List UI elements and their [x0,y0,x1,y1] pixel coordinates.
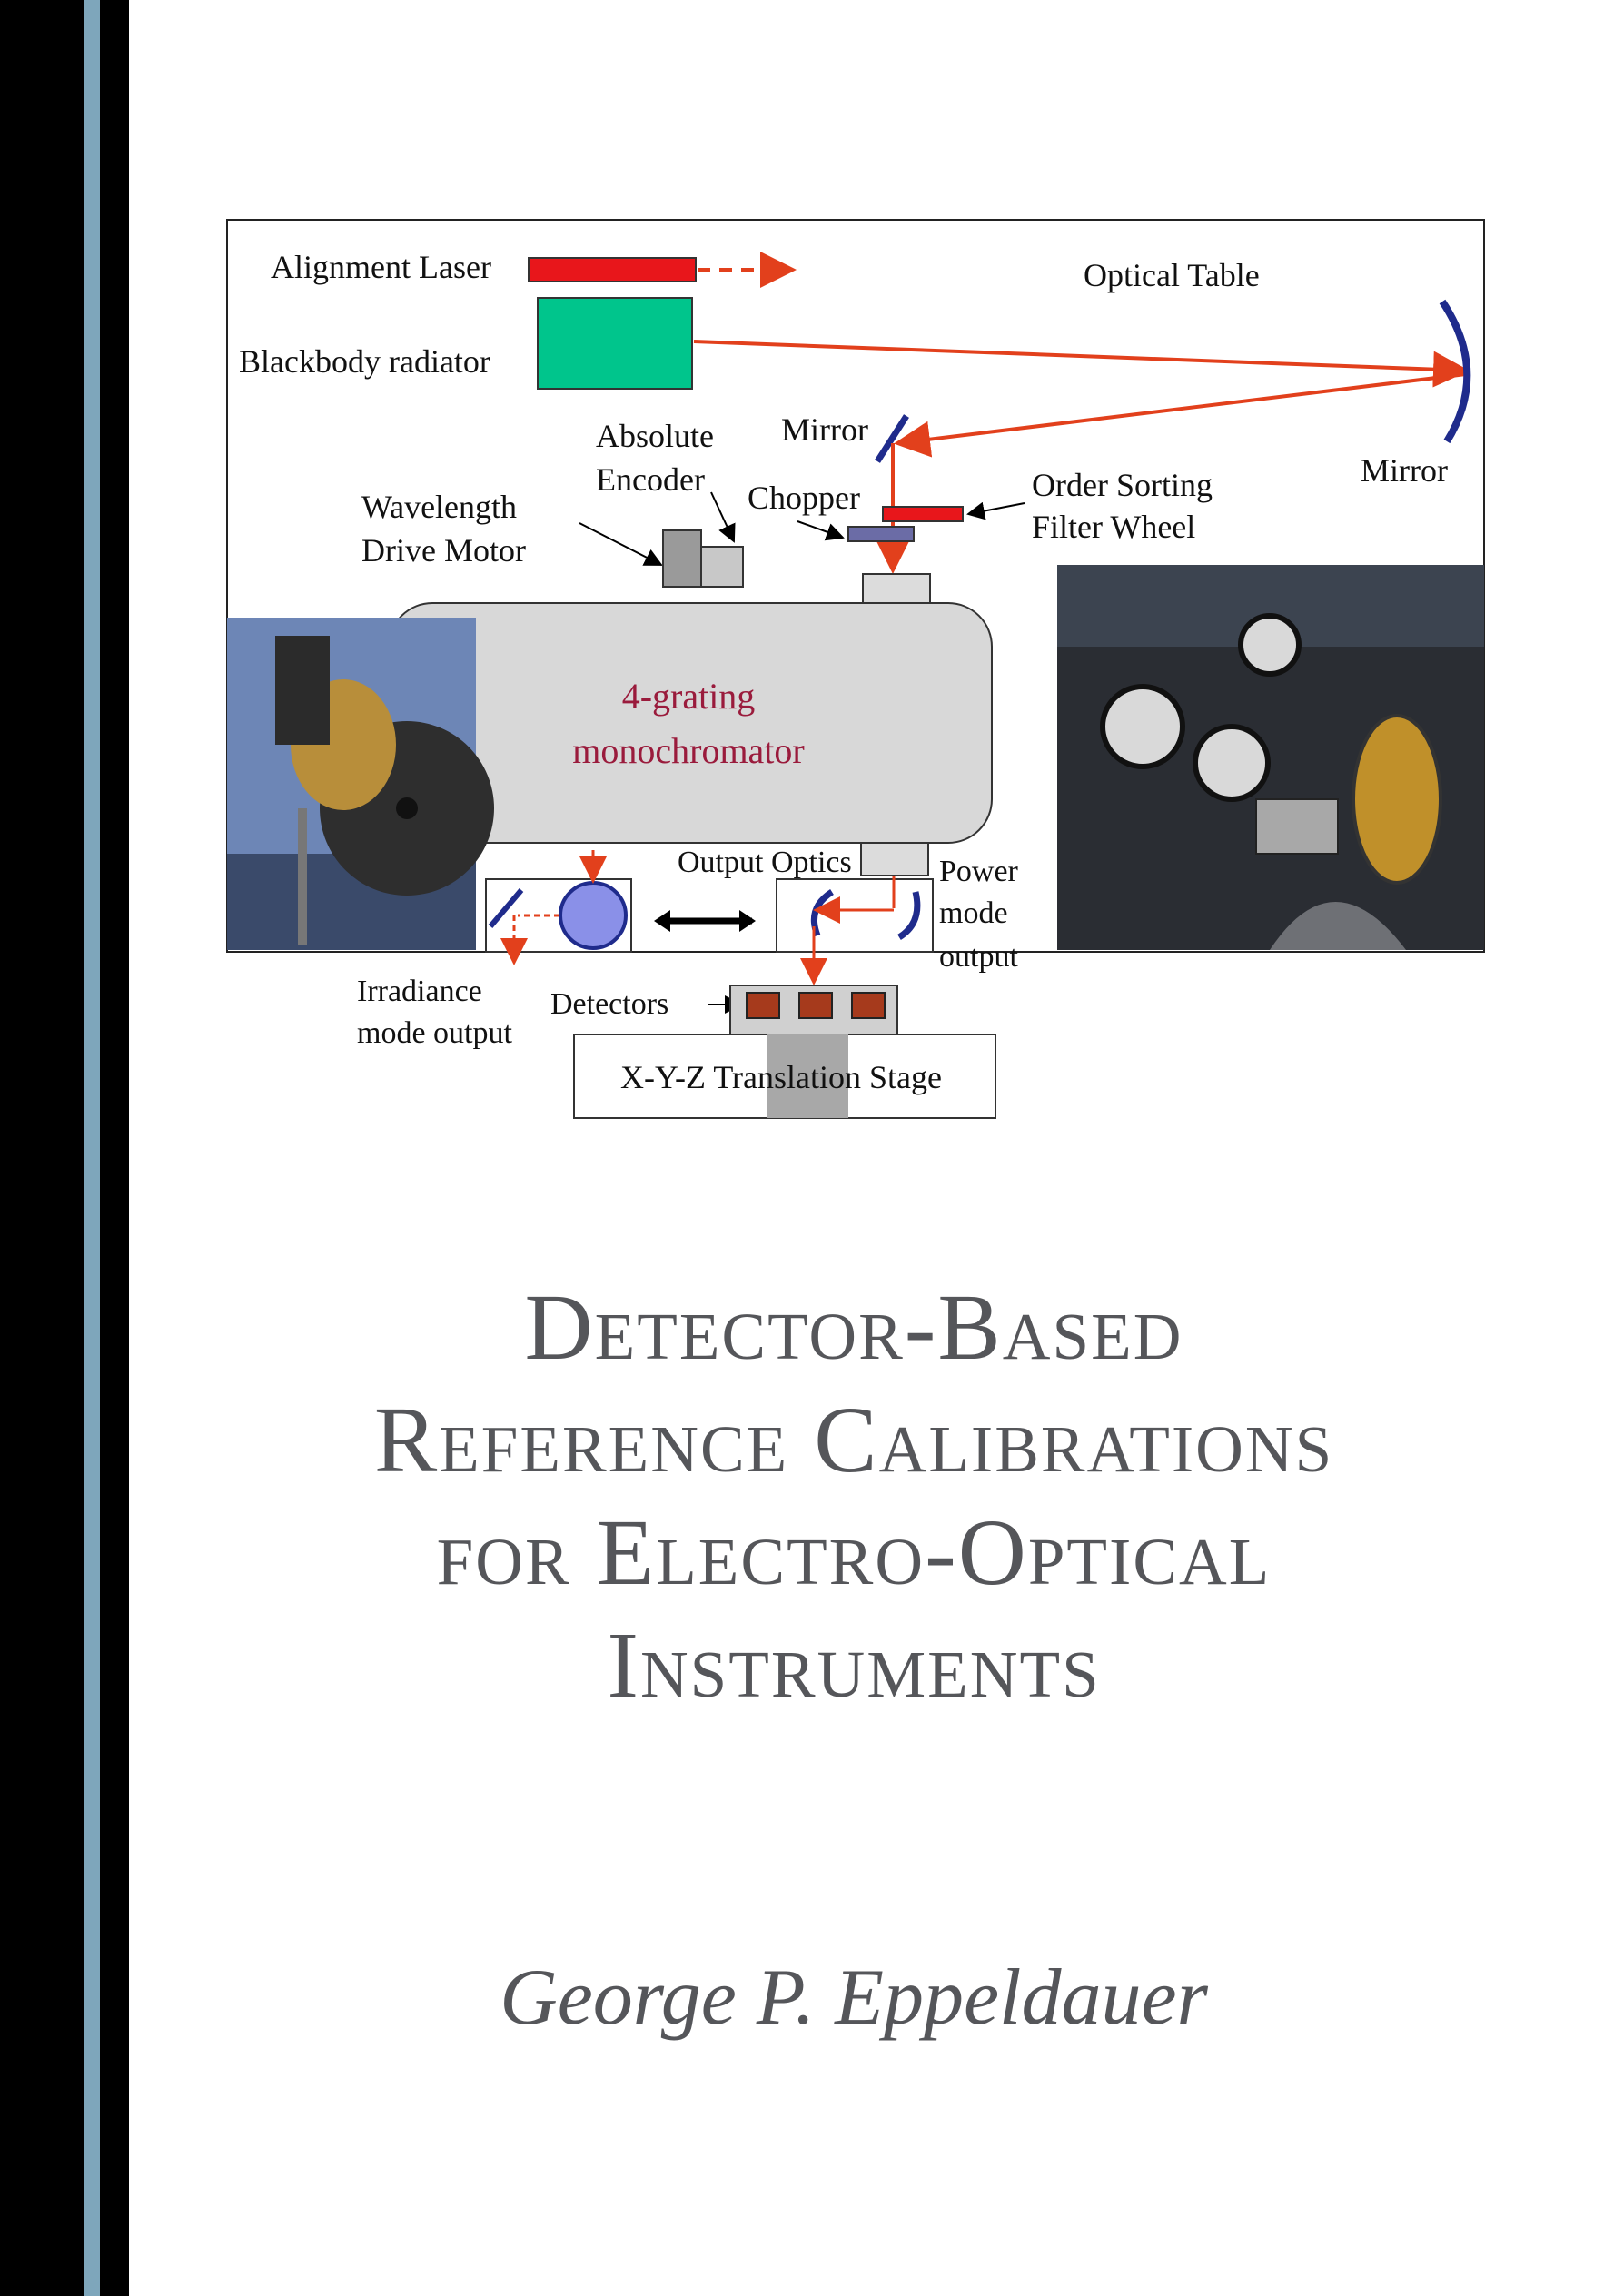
drive-motor-label: Drive Motor [361,532,526,569]
power-label: Power [939,855,1019,888]
beam-return [894,372,1467,458]
integrating-sphere [559,881,628,950]
mirror-right-label: Mirror [1361,452,1448,489]
output-port [860,842,929,876]
wavelength-label: Wavelength [361,489,517,525]
detector-1 [746,992,780,1019]
fold-mirror [875,414,909,463]
spine-blue-stripe [84,0,100,2296]
absolute-label: Absolute [596,418,714,454]
order-sorting-label: Order Sorting [1032,467,1213,503]
mode-output-label: mode output [357,1016,512,1050]
motor-arrow [579,522,663,566]
mirror-top-label: Mirror [781,411,868,448]
absolute-encoder [700,546,744,588]
detector-2 [798,992,833,1019]
encoder-arrow [710,491,736,543]
beam-to-mirror [693,340,1470,388]
cover-figure: Alignment Laser Optical Table Blackbody … [225,218,1497,1126]
stage-post [767,1034,848,1118]
alignment-laser [528,257,697,282]
left-photo [227,618,494,950]
blackbody-radiator [537,297,693,390]
irradiance-label: Irradiance [357,975,482,1008]
spine-black-edge [100,0,129,2296]
mode-label: mode [939,896,1008,930]
drive-motor [662,529,702,588]
filter-wheel-label: Filter Wheel [1032,509,1195,545]
title-line-1: Detector-Based [524,1275,1183,1380]
right-photo [1057,565,1484,950]
power-mode-box [776,878,934,953]
alignment-laser-label: Alignment Laser [271,249,491,285]
grating-line1: 4-grating [622,676,756,717]
spine-black-band [0,0,84,2296]
title-line-4: Instruments [607,1613,1101,1717]
output-label: output [939,940,1018,974]
detectors-label: Detectors [550,987,668,1021]
optical-table-label: Optical Table [1084,257,1260,293]
filter-wheel [882,506,964,522]
curved-mirror [1439,299,1471,444]
book-title: Detector-Based Reference Calibrations fo… [173,1272,1535,1722]
detector-3 [851,992,886,1019]
chopper-arrow [797,520,845,541]
xyz-stage-label: X-Y-Z Translation Stage [620,1059,942,1095]
title-line-2: Reference Calibrations [373,1388,1334,1492]
input-port [862,573,931,608]
encoder-label: Encoder [596,461,705,498]
book-author: George P. Eppeldauer [500,1954,1208,2042]
blackbody-label: Blackbody radiator [239,343,490,380]
grating-line2: monochromator [572,730,805,771]
filter-arrow [966,501,1025,520]
power-mirror-right [897,891,921,940]
title-line-3: for Electro-Optical [436,1500,1272,1605]
irradiance-mirror [488,888,524,928]
chopper [847,526,915,542]
output-optics-label: Output Optics [678,846,852,879]
chopper-label: Chopper [748,480,860,516]
setup-diagram: Alignment Laser Optical Table Blackbody … [226,219,1485,1119]
